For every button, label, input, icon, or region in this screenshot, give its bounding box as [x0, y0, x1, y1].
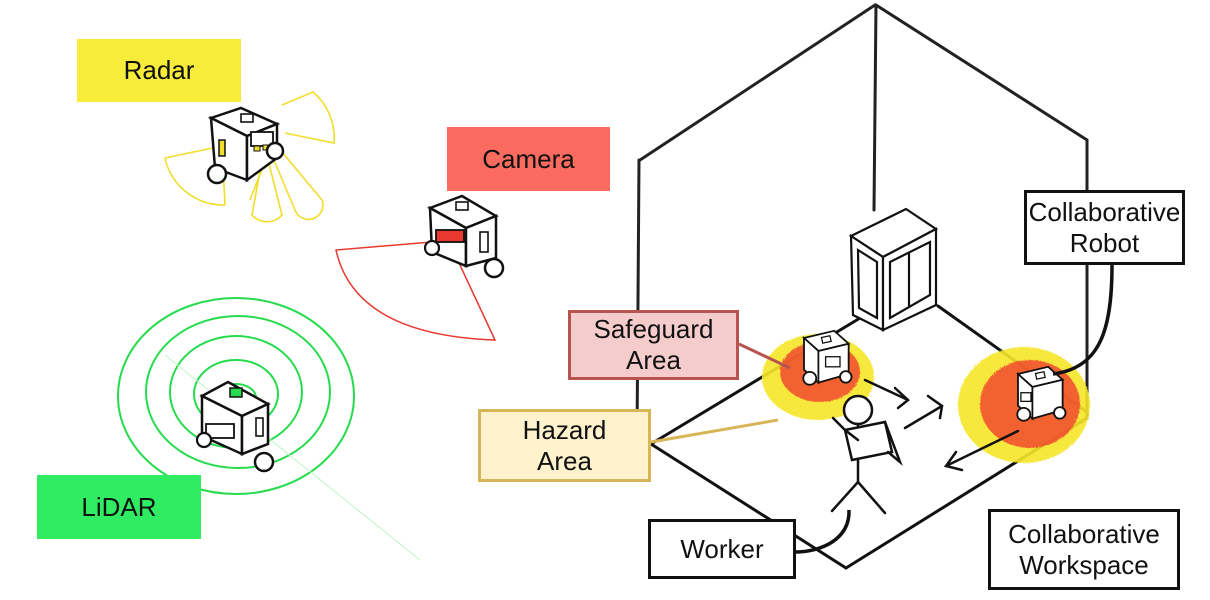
radar-label: Radar	[77, 39, 241, 102]
safeguard-area-label-line2: Area	[626, 345, 681, 375]
label-connectors	[650, 264, 1114, 554]
worker-label-text: Worker	[680, 533, 764, 564]
hazard-area-label-line1: Hazard	[522, 414, 607, 445]
camera-robot-illustration	[335, 194, 505, 341]
worker-figure	[830, 394, 903, 515]
cobot-connector	[1052, 264, 1114, 376]
lidar-label-text: LiDAR	[81, 491, 157, 522]
camera-label: Camera	[447, 127, 610, 191]
safeguard-area-label-line1: Safeguard	[593, 314, 714, 344]
hazard-area-label: Hazard Area	[478, 409, 651, 482]
camera-label-text: Camera	[482, 143, 575, 174]
lidar-robot-illustration	[117, 297, 421, 561]
worker-connector	[794, 509, 851, 554]
hazard-connector	[650, 418, 779, 444]
cabinet-illustration	[848, 207, 939, 332]
collaborative-robot-label-line2: Robot	[1069, 227, 1140, 258]
hazard-area-label-line2: Area	[537, 445, 592, 476]
collaborative-robot-label: Collaborative Robot	[1024, 190, 1185, 265]
collaborative-workspace-label: Collaborative Workspace	[988, 509, 1180, 590]
movement-arrows	[863, 378, 1020, 472]
radar-label-text: Radar	[123, 55, 195, 85]
room-walls	[635, 3, 1089, 442]
camera-field-of-view	[335, 241, 497, 341]
radar-robot-illustration	[164, 91, 336, 223]
collaborative-robot-label-line1: Collaborative	[1028, 196, 1181, 227]
worker-label: Worker	[648, 519, 796, 579]
collaborative-workspace-label-line2: Workspace	[1019, 549, 1149, 580]
safeguard-area-label: Safeguard Area	[568, 310, 739, 380]
collaborative-robot-right	[1016, 365, 1067, 422]
lidar-label: LiDAR	[37, 475, 201, 539]
collaborative-robot-left	[802, 329, 853, 386]
safeguard-connector	[738, 342, 791, 370]
collaborative-workspace-label-line1: Collaborative	[1008, 518, 1160, 549]
